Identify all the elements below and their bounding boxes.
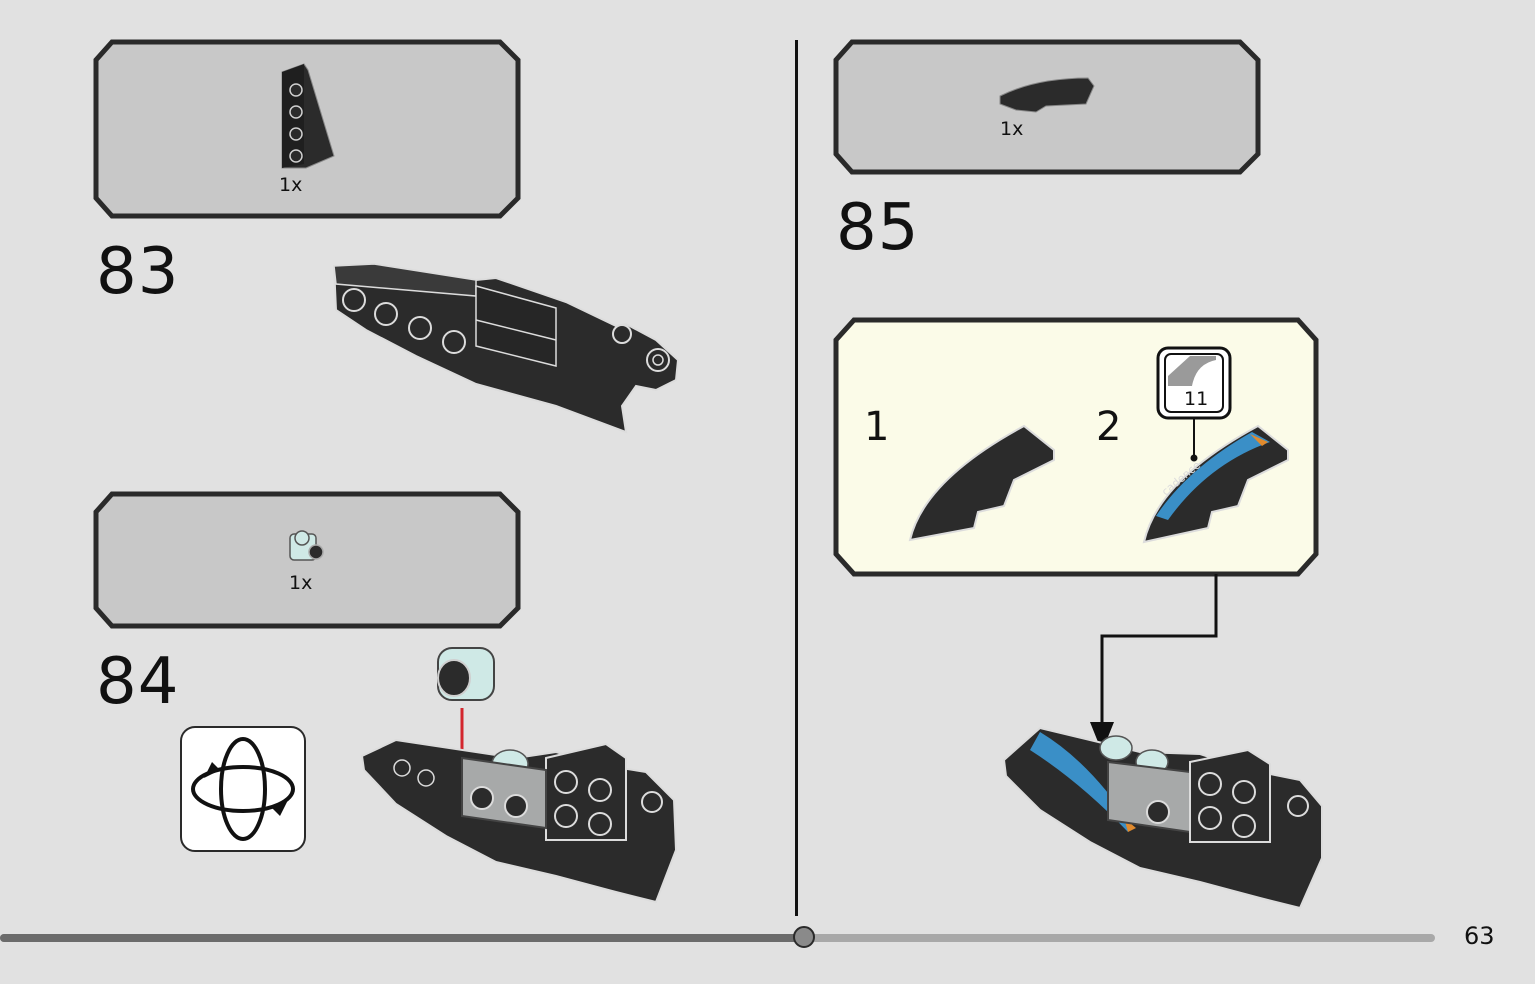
step-84-part-qty: 1x bbox=[289, 572, 313, 594]
mint-bracket-icon bbox=[289, 530, 324, 561]
substep-2-stickered-slope-image bbox=[1142, 424, 1289, 544]
substep-1-number: 1 bbox=[864, 404, 890, 450]
step-83-part-qty: 1x bbox=[279, 174, 303, 196]
callout-connector-arrow bbox=[1090, 574, 1218, 752]
step-83-assembly-image bbox=[332, 262, 680, 434]
sticker-number: 11 bbox=[1184, 388, 1209, 410]
sticker-leader-line bbox=[1193, 418, 1195, 460]
step-85-assembly-image bbox=[1002, 726, 1323, 910]
progress-bar-fill bbox=[0, 934, 804, 942]
page-number: 63 bbox=[1464, 922, 1495, 950]
curved-slope-dark-icon bbox=[999, 77, 1095, 113]
substep-2-number: 2 bbox=[1096, 404, 1122, 450]
step-84-assembly-image bbox=[360, 647, 678, 904]
page-divider bbox=[795, 40, 798, 916]
step-85-parts-panel bbox=[833, 39, 1261, 175]
step-85-part-qty: 1x bbox=[1000, 118, 1024, 140]
step-85-number: 85 bbox=[836, 191, 920, 265]
step-84-number: 84 bbox=[96, 645, 180, 719]
step-83-number: 83 bbox=[96, 235, 180, 309]
wedge-plate-dark-icon bbox=[281, 63, 335, 169]
sticker-reference-tag bbox=[1156, 346, 1232, 420]
progress-bar-track bbox=[0, 934, 1435, 942]
substep-1-curved-slope-image bbox=[908, 424, 1055, 542]
progress-bar-marker bbox=[792, 926, 815, 948]
rotate-model-icon bbox=[180, 726, 306, 852]
